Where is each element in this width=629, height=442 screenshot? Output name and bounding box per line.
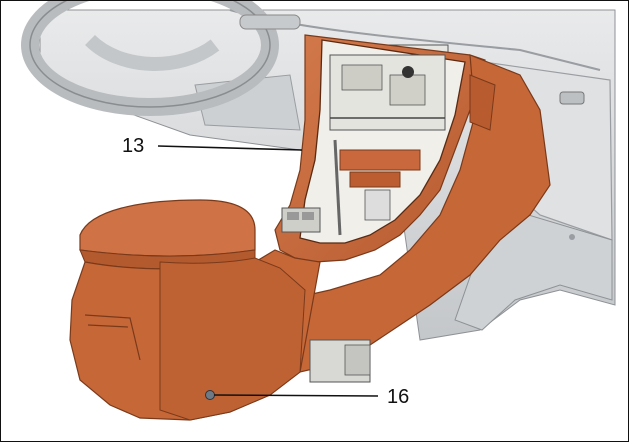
leader-line-13 bbox=[157, 145, 303, 151]
callout-label-16: 16 bbox=[387, 386, 409, 408]
fastener-16-icon bbox=[205, 390, 215, 400]
dash-screw-icon bbox=[569, 234, 575, 240]
callout-label-13: 13 bbox=[122, 135, 144, 157]
storage-line bbox=[84, 314, 141, 361]
side-panel-vent bbox=[469, 74, 496, 131]
mount-bracket bbox=[309, 339, 371, 383]
leader-line-16 bbox=[213, 394, 379, 397]
storage-line-2 bbox=[87, 324, 129, 328]
console-side-face bbox=[159, 257, 306, 421]
stalk-icon bbox=[239, 14, 301, 30]
console-mechanism bbox=[281, 54, 446, 236]
steering-wheel bbox=[21, 0, 279, 116]
armrest bbox=[79, 199, 256, 270]
dash-clip-icon bbox=[559, 91, 585, 105]
